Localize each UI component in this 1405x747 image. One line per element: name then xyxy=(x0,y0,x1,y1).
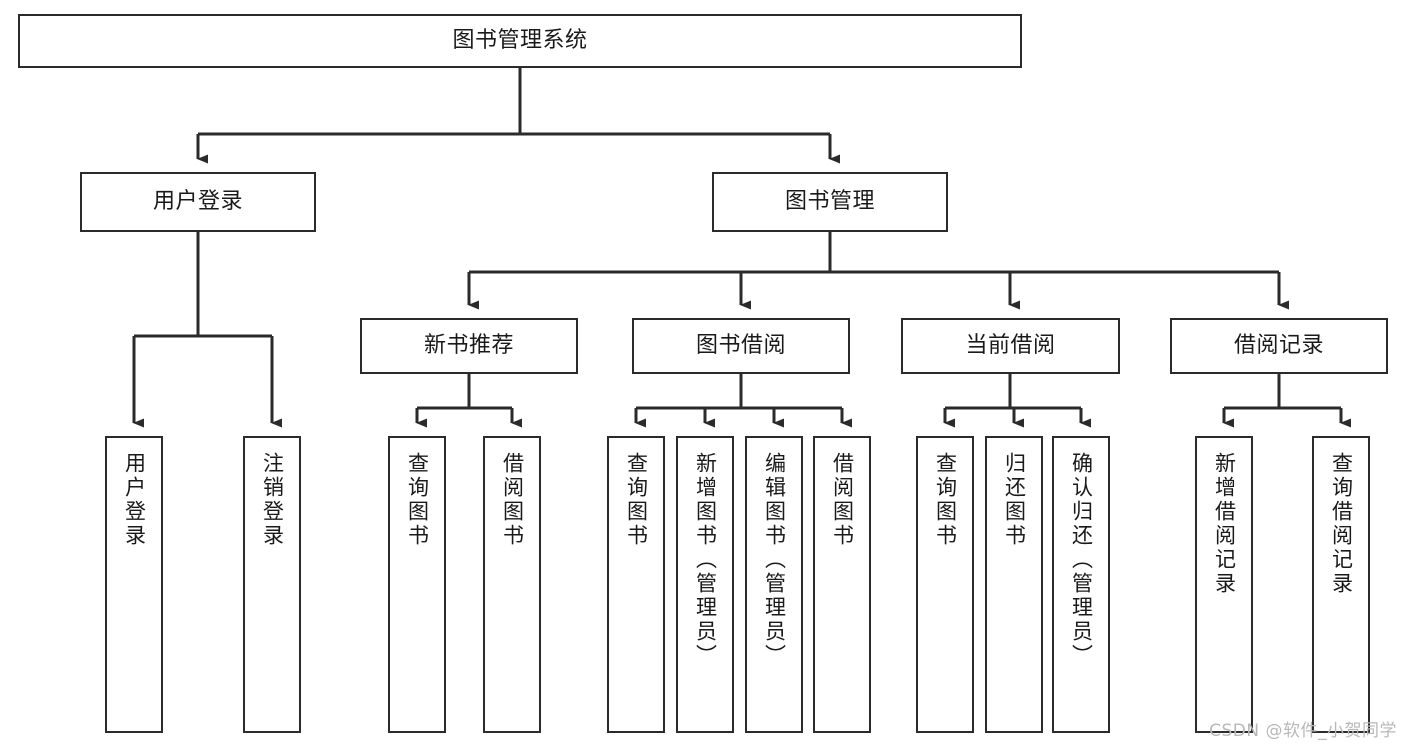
node-leaf-query-book-3[interactable]: 查询图书 xyxy=(916,436,974,733)
node-label: 借阅记录 xyxy=(1233,332,1324,358)
node-label: 借阅图书 xyxy=(830,452,855,548)
node-leaf-add-record[interactable]: 新增借阅记录 xyxy=(1195,436,1253,733)
node-leaf-add-book[interactable]: 新增图书（管理员） xyxy=(676,436,734,733)
node-label: 确认归还（管理员） xyxy=(1069,452,1094,668)
node-label: 图书管理系统 xyxy=(452,27,588,53)
node-label: 查询图书 xyxy=(933,452,958,548)
node-leaf-return-book[interactable]: 归还图书 xyxy=(985,436,1043,733)
node-leaf-user-login[interactable]: 用户登录 xyxy=(105,436,163,733)
node-label: 图书管理 xyxy=(784,188,875,214)
node-label: 查询借阅记录 xyxy=(1329,452,1354,596)
node-label: 借阅图书 xyxy=(500,452,525,548)
connector-lines xyxy=(132,68,1351,428)
node-label: 注销登录 xyxy=(260,452,285,548)
node-label: 归还图书 xyxy=(1002,452,1027,548)
node-label: 查询图书 xyxy=(405,452,430,548)
node-leaf-borrow-book-1[interactable]: 借阅图书 xyxy=(483,436,541,733)
node-root[interactable]: 图书管理系统 xyxy=(18,14,1022,68)
node-leaf-query-book-2[interactable]: 查询图书 xyxy=(607,436,665,733)
node-book-borrow[interactable]: 图书借阅 xyxy=(632,318,850,374)
node-user-login[interactable]: 用户登录 xyxy=(80,172,316,232)
node-label: 查询图书 xyxy=(624,452,649,548)
node-new-book-rec[interactable]: 新书推荐 xyxy=(360,318,578,374)
node-label: 用户登录 xyxy=(122,452,147,548)
node-borrow-record[interactable]: 借阅记录 xyxy=(1170,318,1388,374)
node-label: 当前借阅 xyxy=(965,332,1056,358)
node-label: 新增借阅记录 xyxy=(1212,452,1237,596)
node-leaf-edit-book[interactable]: 编辑图书（管理员） xyxy=(745,436,803,733)
node-label: 新书推荐 xyxy=(423,332,514,358)
node-leaf-borrow-book-2[interactable]: 借阅图书 xyxy=(813,436,871,733)
node-label: 用户登录 xyxy=(152,188,243,214)
node-book-manage[interactable]: 图书管理 xyxy=(712,172,948,232)
node-leaf-query-record[interactable]: 查询借阅记录 xyxy=(1312,436,1370,733)
node-label: 新增图书（管理员） xyxy=(693,452,718,668)
node-label: 编辑图书（管理员） xyxy=(762,452,787,668)
node-leaf-confirm-return[interactable]: 确认归还（管理员） xyxy=(1052,436,1110,733)
node-current-borrow[interactable]: 当前借阅 xyxy=(901,318,1120,374)
node-label: 图书借阅 xyxy=(695,332,786,358)
node-leaf-query-book-1[interactable]: 查询图书 xyxy=(388,436,446,733)
node-leaf-logout[interactable]: 注销登录 xyxy=(243,436,301,733)
